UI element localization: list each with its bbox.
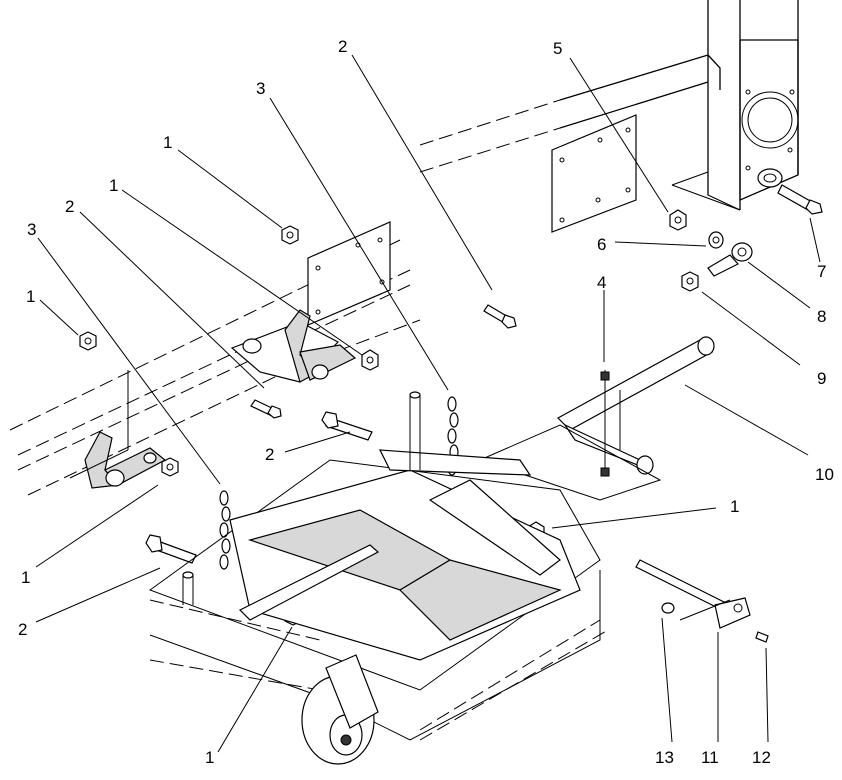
callout-4: 4 [597,273,606,292]
callout-10: 10 [815,465,834,484]
callout-1: 1 [163,133,172,152]
callout-2: 2 [65,197,74,216]
callout-1: 1 [730,497,739,516]
callout-12: 12 [752,748,771,767]
upper-bracket [230,221,391,383]
leader-lines [35,54,821,753]
callout-2: 2 [265,445,274,464]
callout-3: 3 [256,79,265,98]
callout-1: 1 [205,748,214,767]
callout-3: 3 [27,220,36,239]
callout-7: 7 [817,262,826,281]
callout-8: 8 [817,307,826,326]
callout-9: 9 [817,369,826,388]
callout-labels: 1 1 1 1 1 1 2 2 2 2 3 3 4 5 6 7 8 9 10 1… [18,37,834,767]
callout-5: 5 [553,39,562,58]
callout-11: 11 [701,748,719,767]
mower-deck [148,391,609,765]
chains [219,396,459,570]
hardware [79,184,823,643]
callout-2: 2 [338,37,347,56]
callout-1: 1 [26,287,35,306]
callout-6: 6 [597,235,606,254]
tractor-frame [419,0,799,233]
callout-1: 1 [21,568,30,587]
callout-13: 13 [655,748,674,767]
lift-rod [478,336,715,501]
callout-2: 2 [18,620,27,639]
lift-arm [635,559,751,629]
callout-1: 1 [109,176,118,195]
lower-bracket [69,370,167,489]
